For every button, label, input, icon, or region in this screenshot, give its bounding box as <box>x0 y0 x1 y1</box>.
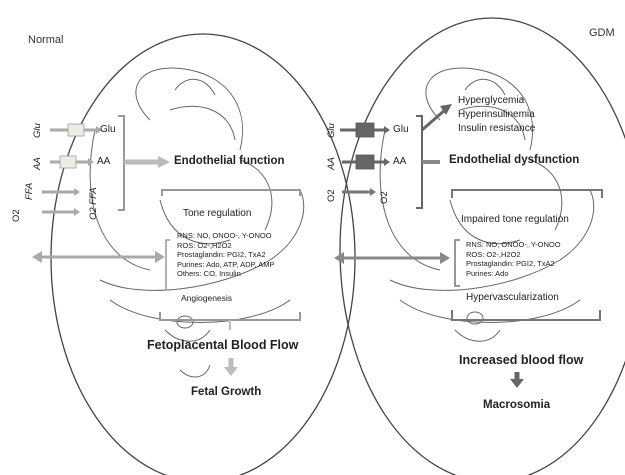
left-mediator-purines: Purines: Ado, ATP, ADP, AMP <box>177 259 275 269</box>
right-effect-hyperinsulinemia: Hyperinsulinemia <box>458 109 535 120</box>
right-tone-bracket <box>451 189 603 198</box>
left-o2-label: O2 <box>11 209 22 222</box>
right-outcome-label: Macrosomia <box>483 399 551 411</box>
left-angio-bracket <box>159 312 301 321</box>
right-glu-transporter <box>355 122 375 138</box>
left-blood-flow-label: Fetoplacental Blood Flow <box>147 338 299 352</box>
right-glu-output: Glu <box>393 124 409 135</box>
left-mediator-ros: ROS: O2-,H2O2 <box>177 240 232 250</box>
right-o2-output: O2 <box>379 191 390 204</box>
right-panel-title: GDM <box>589 27 615 39</box>
right-input-bracket <box>416 115 423 209</box>
left-tone-label: Tone regulation <box>183 208 252 219</box>
right-mediator-prostaglandin: Prostaglandin: PGI2, TxA2 <box>466 259 555 268</box>
left-o2-output: O2 FFA <box>88 187 99 220</box>
right-fetus-sketch <box>379 67 595 342</box>
right-hyper-bracket <box>451 310 601 321</box>
left-growth-label: Fetal Growth <box>191 386 262 398</box>
right-tone-label: Impaired tone regulation <box>461 214 569 225</box>
right-mediator-rns: RNS: NO, ONOO-, Y-ONOO <box>466 240 561 249</box>
left-aa-label: AA <box>32 157 43 170</box>
right-blood-flow-label: Increased blood flow <box>459 353 584 367</box>
left-mediator-bracket <box>165 239 170 291</box>
left-angiogenesis-label: Angiogenesis <box>181 293 233 303</box>
right-aa-output: AA <box>393 156 407 167</box>
left-endothelial-label: Endothelial function <box>174 155 285 167</box>
left-mediator-list: RNS: NO, ONOO-, Y-ONOO ROS: O2-,H2O2 Pro… <box>177 232 275 278</box>
left-fetus-sketch <box>89 67 305 378</box>
left-glu-label: Glu <box>32 123 43 138</box>
left-glu-output: Glu <box>100 124 116 135</box>
left-mediator-others: Others: CO, Insulin <box>177 269 241 278</box>
left-mediator-prostaglandin: Prostaglandin: PGI2, TxA2 <box>177 250 266 259</box>
left-panel-title: Normal <box>28 34 64 46</box>
right-mediator-list: RNS: NO, ONOO-, Y-ONOO ROS: O2-,H2O2 Pro… <box>466 241 561 277</box>
right-aa-transporter <box>355 154 375 170</box>
right-hypervascularization-label: Hypervascularization <box>466 292 559 303</box>
left-input-bracket <box>118 115 125 211</box>
right-oval <box>339 17 625 475</box>
left-aa-transporter <box>59 155 77 169</box>
left-transport-arrows <box>42 123 102 216</box>
right-mediator-purines: Purines: Ado <box>466 268 509 278</box>
left-glu-transporter <box>67 123 85 137</box>
right-glu-label: Glu <box>326 123 337 138</box>
left-tone-bracket <box>161 189 301 196</box>
right-mediator-bracket <box>454 239 460 287</box>
right-mediator-ros: ROS: O2-,H2O2 <box>466 249 521 259</box>
right-o2-label: O2 <box>326 189 337 202</box>
left-aa-output: AA <box>97 156 111 167</box>
right-aa-label: AA <box>326 157 337 170</box>
right-transport-arrows <box>340 122 390 196</box>
right-effect-hyperglycemia: Hyperglycemia <box>458 95 525 106</box>
right-effect-insulin-resistance: Insulin resistance <box>458 123 536 134</box>
left-ffa-label: FFA <box>24 182 35 200</box>
right-endothelial-label: Endothelial dysfunction <box>449 154 580 166</box>
left-mediator-rns: RNS: NO, ONOO-, Y-ONOO <box>177 231 272 240</box>
